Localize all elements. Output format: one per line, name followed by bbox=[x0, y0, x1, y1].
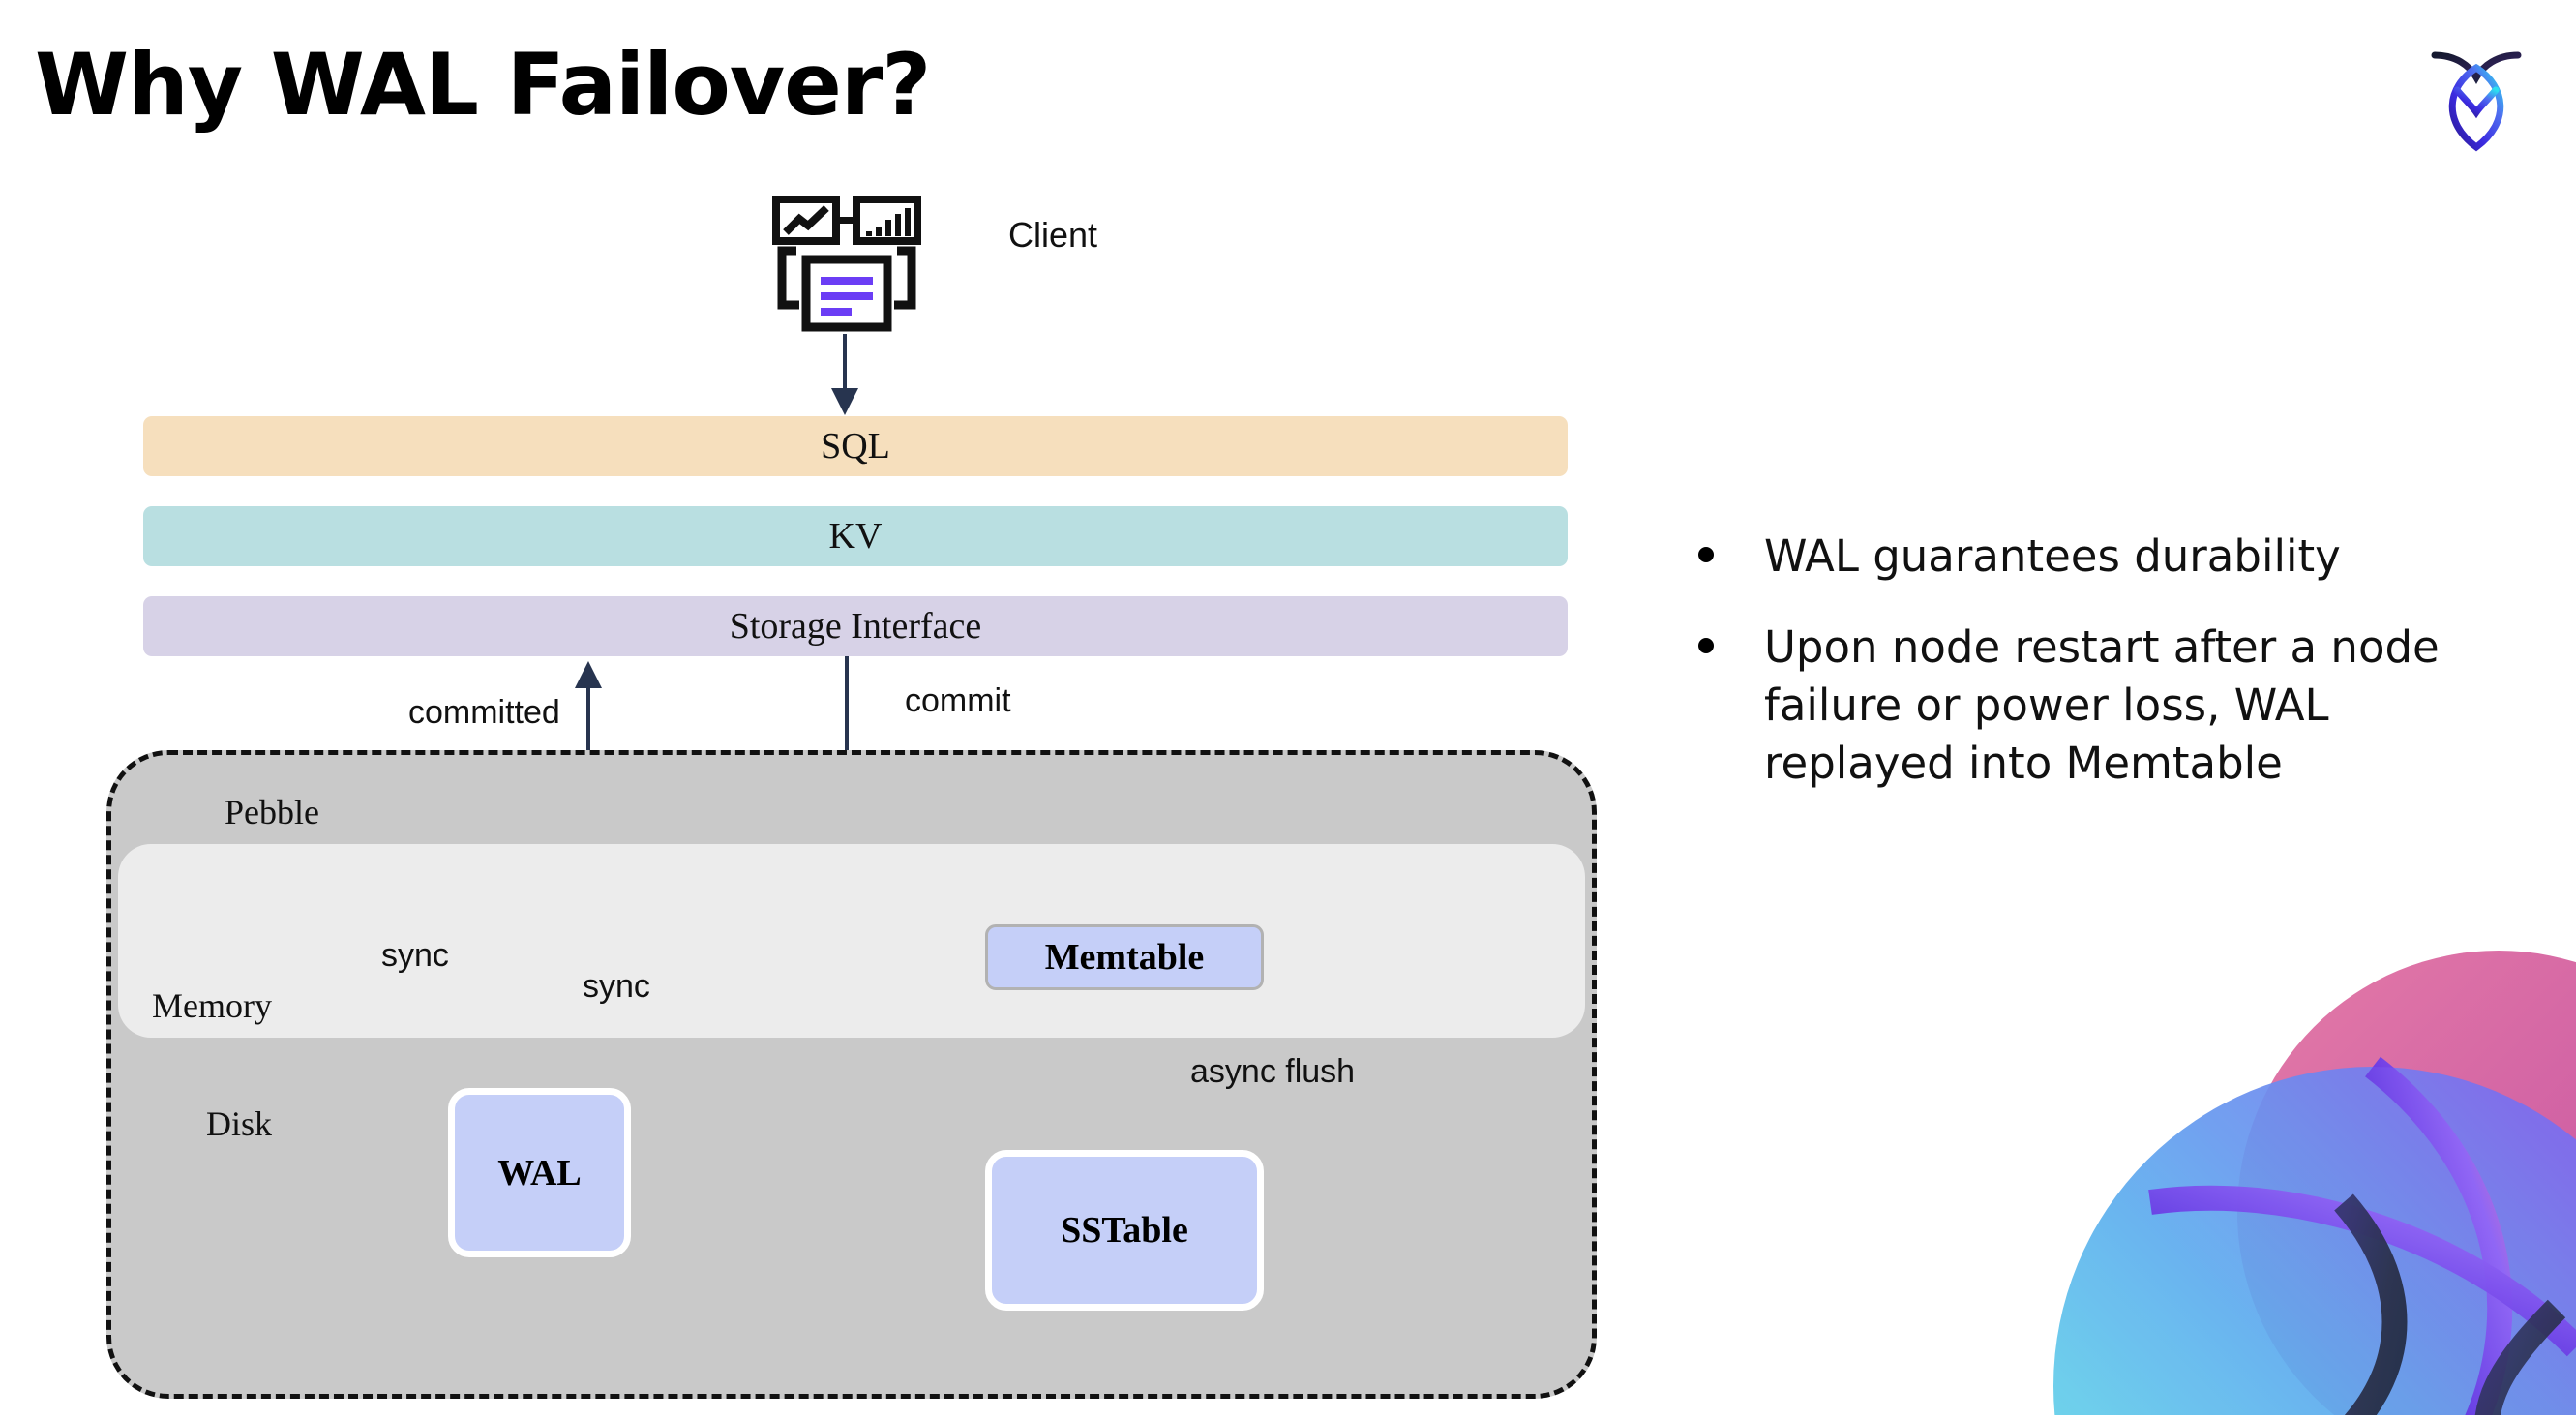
bullet-dot-icon bbox=[1698, 637, 1714, 653]
node-memtable[interactable]: Memtable bbox=[985, 924, 1264, 990]
bullet-text: WAL guarantees durability bbox=[1764, 530, 2341, 582]
memory-region bbox=[118, 844, 1585, 1038]
edge-label-committed: committed bbox=[408, 694, 560, 731]
bullet-list: WAL guarantees durability Upon node rest… bbox=[1698, 528, 2521, 825]
list-item: Upon node restart after a node failure o… bbox=[1698, 619, 2521, 793]
region-label-memory: Memory bbox=[152, 986, 272, 1025]
bullet-text: Upon node restart after a node failure o… bbox=[1764, 620, 2440, 789]
layer-bar-kv[interactable]: KV bbox=[143, 506, 1568, 566]
node-wal[interactable]: WAL bbox=[448, 1088, 631, 1257]
page-title: Why WAL Failover? bbox=[35, 35, 931, 135]
client-label: Client bbox=[1008, 215, 1098, 255]
region-label-disk: Disk bbox=[206, 1104, 273, 1143]
edge-label-commit: commit bbox=[905, 682, 1011, 719]
cockroachdb-logo bbox=[2413, 29, 2539, 160]
bullet-dot-icon bbox=[1698, 547, 1714, 562]
layer-bar-sql[interactable]: SQL bbox=[143, 416, 1568, 476]
edge-label-async-flush: async flush bbox=[1190, 1053, 1356, 1090]
node-sstable[interactable]: SSTable bbox=[985, 1150, 1264, 1311]
corner-circles-artwork bbox=[1957, 912, 2576, 1415]
layer-bar-storage-interface[interactable]: Storage Interface bbox=[143, 596, 1568, 656]
client-dashboard-icon bbox=[769, 194, 924, 334]
list-item: WAL guarantees durability bbox=[1698, 528, 2521, 586]
edge-label-sync-primary: sync bbox=[381, 937, 449, 974]
region-label-pebble: Pebble bbox=[225, 793, 319, 831]
edge-label-sync-secondary: sync bbox=[583, 968, 650, 1005]
